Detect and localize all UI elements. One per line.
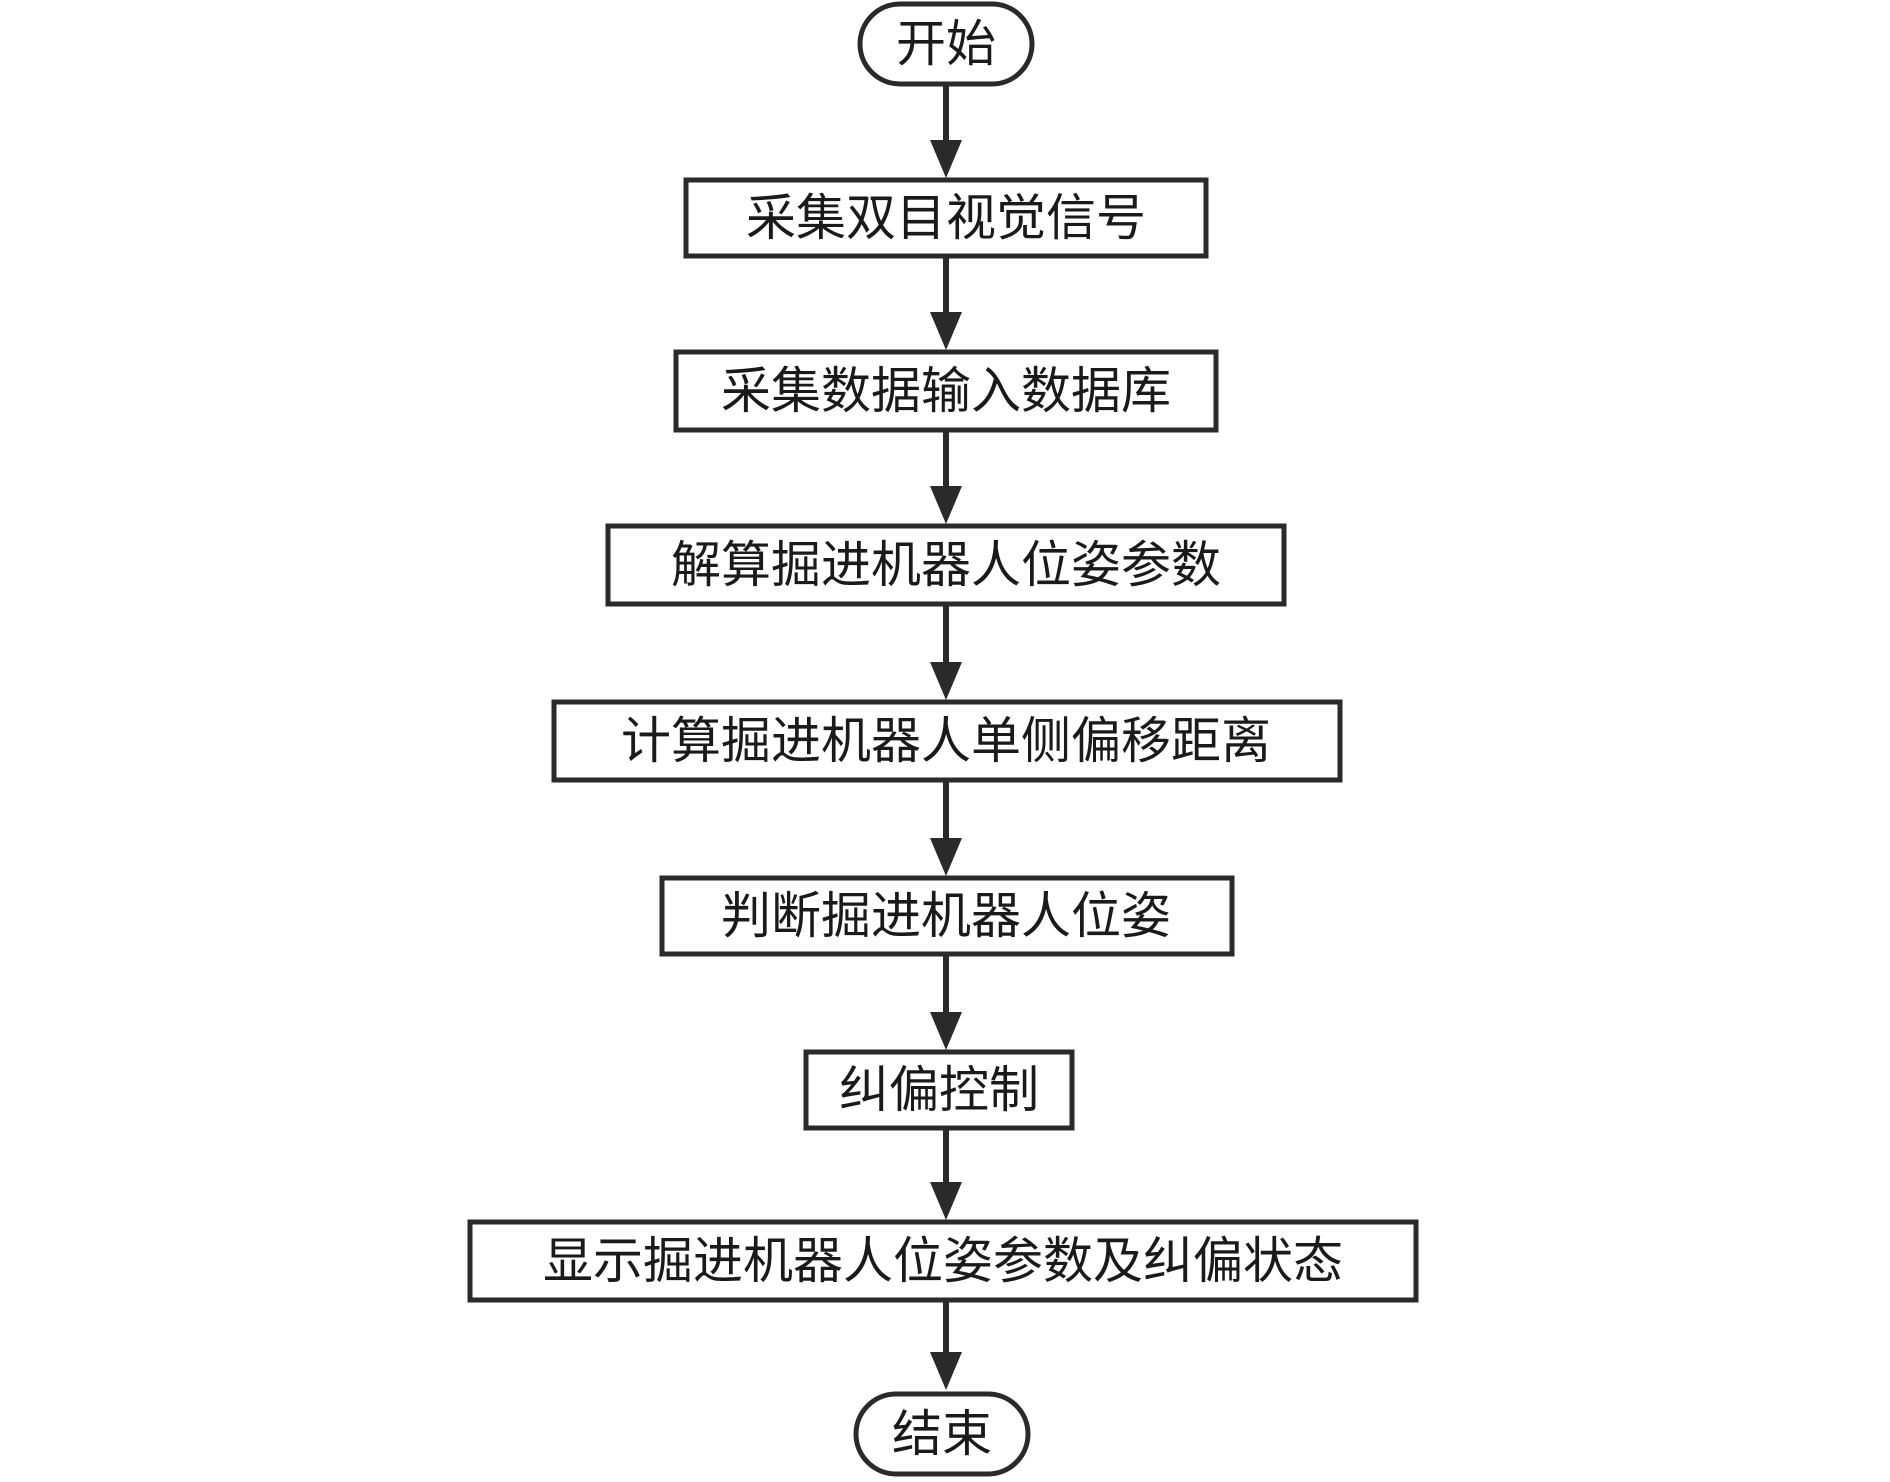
flow-arrow-step7-end [930,1302,962,1390]
flow-node-step7: 显示掘进机器人位姿参数及纠偏状态 [467,1219,1419,1303]
process-box [683,177,1209,259]
process-box [605,523,1287,607]
flow-arrow-step2-step3 [930,432,962,524]
flow-node-step6: 纠偏控制 [803,1049,1075,1131]
process-box [467,1219,1419,1303]
terminal-shape [853,1391,1031,1477]
node-label: 判断掘进机器人位姿 [721,887,1171,945]
process-box [659,875,1235,957]
node-label: 解算掘进机器人位姿参数 [671,536,1221,594]
flow-node-end: 结束 [853,1391,1031,1477]
flow-arrow-step1-step2 [930,258,962,350]
flow-node-step3: 解算掘进机器人位姿参数 [605,523,1287,607]
flow-node-step4: 计算掘进机器人单侧偏移距离 [551,699,1343,783]
flow-arrow-step4-step5 [930,782,962,876]
process-box [803,1049,1075,1131]
flow-arrow-start-step1 [930,86,962,178]
node-label: 纠偏控制 [839,1061,1039,1119]
node-label: 显示掘进机器人位姿参数及纠偏状态 [543,1232,1343,1290]
node-label: 开始 [896,15,996,73]
flow-arrow-step5-step6 [930,956,962,1050]
process-box [673,349,1219,433]
flow-node-start: 开始 [857,1,1035,87]
node-label: 结束 [892,1405,992,1463]
node-label: 计算掘进机器人单侧偏移距离 [621,712,1271,770]
flow-arrow-step6-step7 [930,1130,962,1220]
process-box [551,699,1343,783]
terminal-shape [857,1,1035,87]
flow-node-step1: 采集双目视觉信号 [683,177,1209,259]
node-label: 采集双目视觉信号 [746,189,1146,247]
flow-node-step5: 判断掘进机器人位姿 [659,875,1235,957]
node-label: 采集数据输入数据库 [721,362,1171,420]
flow-arrow-step3-step4 [930,606,962,700]
flow-node-step2: 采集数据输入数据库 [673,349,1219,433]
